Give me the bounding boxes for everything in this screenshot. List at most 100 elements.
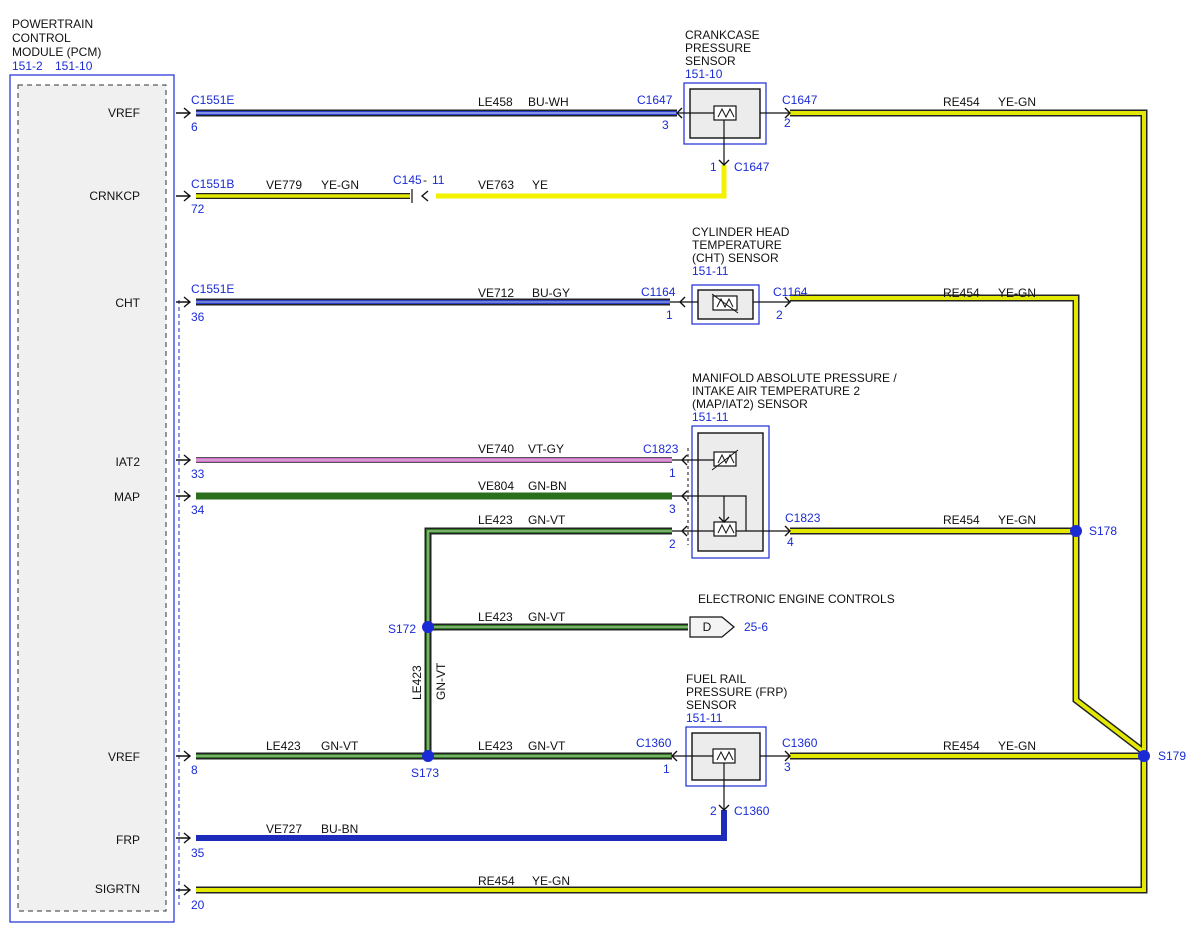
splice-s172-dot[interactable]	[422, 621, 434, 633]
map-title-2: INTAKE AIR TEMPERATURE 2	[692, 384, 860, 398]
arrow-pin-72	[176, 190, 192, 202]
color-bu-wh: BU-WH	[528, 95, 569, 109]
pcm-outline	[9, 74, 175, 923]
label-c145-dash: -	[423, 173, 427, 187]
pcm-pin-frp-label: FRP	[116, 833, 140, 847]
frp-title-2: PRESSURE (FRP)	[686, 685, 787, 699]
color-gn-bn: GN-BN	[528, 479, 567, 493]
pcm-ref-1: 151-2	[12, 59, 43, 73]
pin-crank-2: 2	[784, 116, 791, 130]
map-sensor-outline	[691, 425, 770, 559]
label-c1360-out: C1360	[782, 736, 818, 750]
label-c1164-in: C1164	[641, 285, 676, 299]
label-c1647-in: C1647	[637, 93, 673, 107]
color-ye-gn-4: YE-GN	[998, 513, 1036, 527]
wire-le423-fill	[196, 529, 688, 758]
map-iat2-sensor[interactable]: MANIFOLD ABSOLUTE PRESSURE / INTAKE AIR …	[672, 371, 897, 559]
label-c1647-out: C1647	[782, 93, 818, 107]
pcm-pin-crnkcp-label: CRNKCP	[89, 189, 140, 203]
pin-36: 36	[191, 310, 205, 324]
wire-ve727[interactable]	[196, 810, 727, 841]
crankcase-sensor-leads	[677, 112, 790, 165]
circuit-ve763: VE763	[478, 178, 514, 192]
cht-title-1: CYLINDER HEAD	[692, 225, 790, 239]
frp-sensor-element	[712, 748, 736, 764]
pin-33: 33	[191, 467, 205, 481]
splice-s173-dot[interactable]	[422, 750, 434, 762]
crankcase-ref: 151-10	[685, 67, 723, 81]
circuit-ve740: VE740	[478, 442, 514, 456]
wire-ve763	[436, 165, 727, 199]
pcm-title-2: CONTROL	[12, 31, 71, 45]
pin-cht-2: 2	[776, 308, 783, 322]
pcm-title-3: MODULE (PCM)	[12, 45, 101, 59]
pin-cht-1: 1	[666, 308, 673, 322]
map-element	[713, 521, 737, 537]
cht-sensor-arrows	[679, 296, 791, 308]
pcm-pin-iat2-label: IAT2	[116, 455, 141, 469]
map-sensor-leads	[672, 459, 790, 532]
color-bu-gy: BU-GY	[532, 286, 570, 300]
circuit-re454-5: RE454	[478, 874, 515, 888]
label-c1551b: C1551B	[191, 177, 234, 191]
frp-sensor-arrows	[671, 750, 791, 811]
circuit-labels: LE458 BU-WH VE779 YE-GN VE763 YE RE454 Y…	[266, 95, 1036, 888]
color-ye-gn-5: YE-GN	[998, 739, 1036, 753]
crankcase-sensor-element	[713, 105, 737, 121]
wire-ve779-ve763[interactable]	[196, 165, 727, 199]
circuit-ve804: VE804	[478, 479, 514, 493]
cht-sensor[interactable]: CYLINDER HEAD TEMPERATURE (CHT) SENSOR 1…	[670, 225, 791, 325]
splice-s178-label: S178	[1089, 524, 1117, 538]
splice-s178-dot[interactable]	[1070, 525, 1082, 537]
pin-frp-1: 1	[663, 762, 670, 776]
crankcase-title-1: CRANKCASE	[685, 28, 760, 42]
arrow-c145	[420, 190, 429, 202]
pin-numbers: 6 72 36 33 34 8 35 20 3 2 1 1 2 1 3 2 4 …	[191, 116, 794, 912]
color-ye-gn-6: YE-GN	[532, 874, 570, 888]
pin-map-2: 2	[669, 537, 676, 551]
arrow-pin-33	[176, 454, 192, 466]
color-ye: YE	[532, 178, 548, 192]
crankcase-title-3: SENSOR	[685, 54, 736, 68]
arrow-pin-8	[176, 750, 192, 762]
wire-le423-edge	[196, 527, 688, 760]
splice-s173-label: S173	[411, 766, 439, 780]
pcm-pin-cht-label: CHT	[115, 296, 140, 310]
pin-20: 20	[191, 898, 205, 912]
color-gn-vt-3: GN-VT	[321, 739, 359, 753]
color-gn-vt-2: GN-VT	[528, 610, 566, 624]
circuit-le423-4: LE423	[478, 739, 513, 753]
wire-le423-network[interactable]	[196, 527, 688, 760]
label-c145-pin: 11	[432, 173, 445, 187]
eec-title: ELECTRONIC ENGINE CONTROLS	[698, 592, 895, 606]
frp-sensor[interactable]: FUEL RAIL PRESSURE (FRP) SENSOR 151-11	[671, 672, 791, 811]
pcm-module[interactable]: POWERTRAIN CONTROL MODULE (PCM) 151-2 15…	[9, 17, 175, 923]
circuit-re454-3: RE454	[943, 513, 980, 527]
label-c1360-in: C1360	[636, 736, 672, 750]
connector-labels: C1551E C1551B C1551E C1647 C1647 C1647 C…	[191, 93, 821, 818]
cht-sensor-outline	[691, 284, 760, 325]
splice-s179-label: S179	[1158, 749, 1186, 763]
circuit-re454-4: RE454	[943, 739, 980, 753]
splice-s179-dot[interactable]	[1138, 750, 1150, 762]
color-bu-bn: BU-BN	[321, 822, 358, 836]
re454-return-network[interactable]	[196, 109, 1148, 894]
label-c1823-in: C1823	[643, 442, 679, 456]
eec-reference[interactable]: D ELECTRONIC ENGINE CONTROLS 25-6	[689, 592, 895, 638]
pcm-body	[17, 84, 167, 912]
map-zigzag	[717, 523, 735, 535]
pin-map-1: 1	[669, 466, 676, 480]
pin-map-4: 4	[787, 535, 794, 549]
map-title-1: MANIFOLD ABSOLUTE PRESSURE /	[692, 371, 897, 385]
arrow-pin-36	[176, 296, 192, 308]
pin-8: 8	[191, 763, 198, 777]
map-title-3: (MAP/IAT2) SENSOR	[692, 397, 808, 411]
pin-34: 34	[191, 503, 205, 517]
crankcase-title-2: PRESSURE	[685, 41, 751, 55]
crankcase-sensor-zigzag	[717, 107, 735, 119]
label-c1551e-b: C1551E	[191, 282, 234, 296]
crankcase-pressure-sensor[interactable]: CRANKCASE PRESSURE SENSOR 151-10	[676, 28, 791, 166]
splices[interactable]: S172 S173 S178 S179	[388, 524, 1186, 780]
